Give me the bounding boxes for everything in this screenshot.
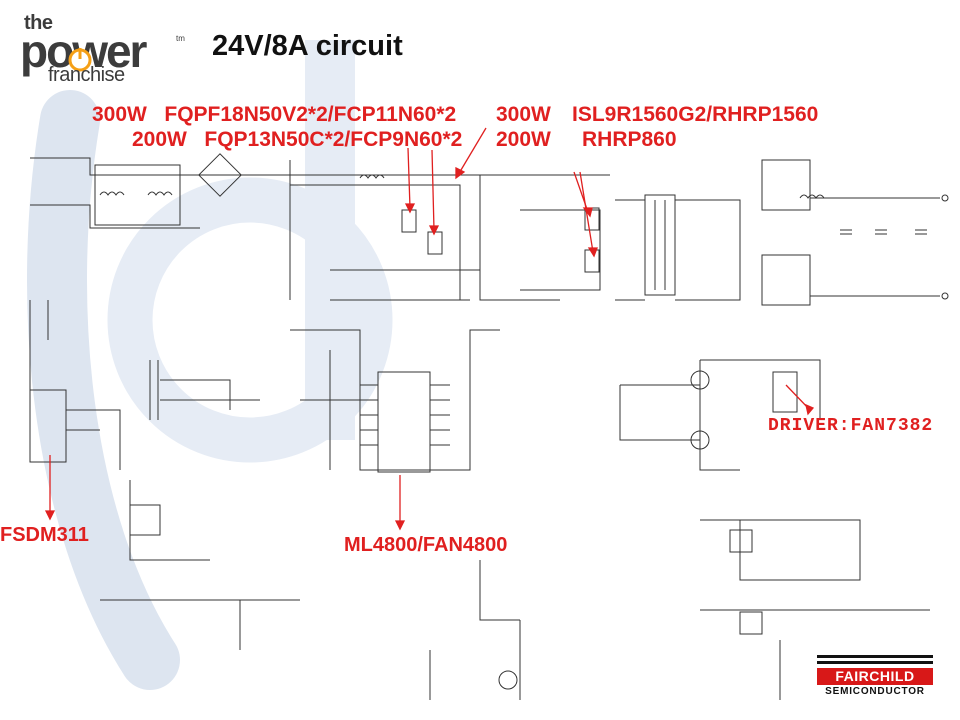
output-caps — [840, 229, 927, 235]
diode-200w-power-label: 200W — [496, 128, 551, 151]
page-title: 24V/8A circuit — [212, 30, 403, 62]
power-button-icon — [68, 48, 92, 72]
hv-bus — [289, 160, 461, 300]
pwm-ic-label: FSDM311 — [0, 524, 89, 546]
pfc-controller-ic — [377, 371, 431, 473]
arrow-diode-out-2 — [579, 171, 594, 253]
pfc-inductor — [359, 174, 385, 179]
logo-franchise-text: franchise — [48, 64, 125, 86]
primary-wiring — [479, 175, 601, 301]
standby-transformer — [149, 360, 159, 420]
pfc-ic-label: ML4800/FAN4800 — [344, 534, 508, 556]
diode-300w-part-label: ISL9R1560G2/RHRP1560 — [572, 103, 819, 126]
control-transistor — [690, 370, 710, 390]
watermark-swoosh — [27, 90, 180, 690]
optocoupler-2 — [739, 611, 763, 635]
input-line-bottom — [30, 204, 200, 229]
watermark-ring — [107, 177, 393, 463]
transformer-core — [654, 200, 666, 290]
driver-label: DRIVER:FAN7382 — [768, 416, 934, 436]
logo-bar-2 — [817, 661, 933, 664]
driver-ic — [772, 371, 798, 413]
standby-ic — [29, 389, 67, 463]
logo-bar-1 — [817, 655, 933, 658]
optocoupler-1 — [729, 529, 753, 553]
pfc-ground — [330, 269, 480, 301]
mosfet-200w-label: 200W FQP13N50C*2/FCP9N60*2 — [132, 128, 463, 151]
pfc-mosfet-2 — [427, 231, 443, 255]
arrow-mosfet-1 — [407, 147, 411, 209]
arrow-pfc-ic-head — [394, 520, 406, 531]
pfc-mosfet-1 — [401, 209, 417, 233]
feedback-transistor-box — [129, 504, 161, 536]
arrow-mosfet-1-head — [404, 203, 416, 214]
bridge-rectifier — [198, 153, 242, 197]
filter-coil-2 — [147, 191, 173, 196]
fairchild-logo: FAIRCHILD SEMICONDUCTOR — [817, 655, 933, 705]
arrow-diode-out-2-head — [587, 247, 598, 258]
filter-coil-1 — [99, 191, 125, 196]
feedback-wiring — [100, 480, 930, 700]
output-terminal-minus — [941, 292, 949, 300]
output-inductor — [799, 194, 825, 199]
control-transistor-2 — [690, 430, 710, 450]
secondary-wiring — [615, 199, 741, 301]
arrow-mosfet-2-head — [428, 225, 440, 236]
output-terminal-plus — [941, 194, 949, 202]
standby-output — [160, 379, 260, 410]
mosfet-300w-label: 300W FQPF18N50V2*2/FCP11N60*2 — [92, 103, 457, 126]
diode-200w-part-label: RHRP860 — [582, 128, 677, 151]
arrow-mosfet-2 — [431, 149, 435, 231]
fairchild-name: FAIRCHILD — [817, 668, 933, 685]
input-filter-box — [94, 164, 181, 226]
arrow-diode-pfc-head — [455, 166, 466, 180]
output-rectifier-bottom — [761, 254, 811, 306]
pfc-ic-wiring — [290, 329, 500, 471]
the-power-franchise-logo: the power tm franchise — [18, 10, 198, 86]
logo-the-text: the — [24, 12, 53, 34]
fairchild-sub: SEMICONDUCTOR — [825, 686, 925, 697]
main-transformer — [644, 194, 676, 296]
diode-300w-power-label: 300W — [496, 103, 551, 126]
input-line-top — [30, 157, 300, 176]
standby-wiring — [29, 300, 121, 470]
arrow-driver-head — [805, 403, 815, 416]
logo-trademark: tm — [176, 34, 185, 43]
arrow-diode-pfc — [457, 127, 487, 176]
output-rectifier-top — [761, 159, 811, 211]
arrow-fsdm-head — [44, 510, 56, 521]
driver-wiring — [619, 359, 821, 471]
feedback-transistor — [498, 670, 518, 690]
pfc-ic-pins — [360, 384, 450, 446]
